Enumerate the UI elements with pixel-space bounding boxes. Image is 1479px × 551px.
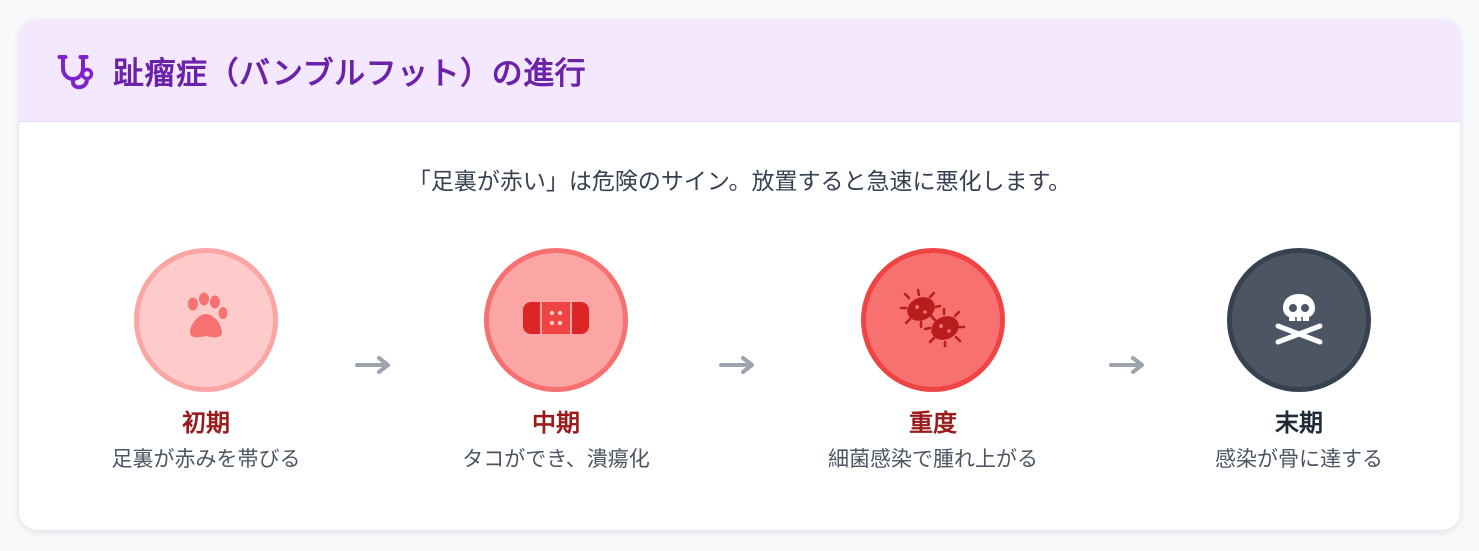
stage-severe-name: 重度 xyxy=(909,409,957,437)
stage-terminal-circle xyxy=(1227,248,1371,392)
stage-middle-name: 中期 xyxy=(532,409,580,437)
stage-early-description: 足裏が赤みを帯びる xyxy=(111,447,301,471)
stethoscope-icon xyxy=(55,51,95,91)
card-header: 趾瘤症（バンブルフット）の進行 xyxy=(19,20,1460,122)
arrow-right-icon xyxy=(353,353,393,377)
arrow-right-icon xyxy=(717,353,757,377)
stage-terminal: 末期 感染が骨に達する xyxy=(1149,248,1449,474)
stage-middle-circle xyxy=(484,248,628,392)
arrow-right-icon xyxy=(1107,353,1147,377)
paw-icon xyxy=(176,288,236,352)
page-title: 趾瘤症（バンブルフット）の進行 xyxy=(113,56,587,92)
stage-middle-description: タコができ、潰瘍化 xyxy=(462,447,650,471)
bacteria-icon xyxy=(897,288,969,352)
stage-severe-circle xyxy=(861,248,1005,392)
progression-card: 趾瘤症（バンブルフット）の進行 「足裏が赤い」は危険のサイン。放置すると急速に悪… xyxy=(19,20,1460,530)
stage-severe-description: 細菌感染で腫れ上がる xyxy=(828,447,1038,471)
skull-crossbones-icon xyxy=(1269,288,1329,352)
subtitle: 「足裏が赤い」は危険のサイン。放置すると急速に悪化します。 xyxy=(407,169,1072,195)
bandage-icon xyxy=(521,298,591,342)
stage-early-circle xyxy=(134,248,278,392)
stage-early-name: 初期 xyxy=(182,409,230,437)
stage-early: 初期 足裏が赤みを帯びる xyxy=(56,248,356,474)
stage-terminal-name: 末期 xyxy=(1275,409,1323,437)
stage-terminal-description: 感染が骨に達する xyxy=(1215,447,1383,471)
stage-middle: 中期 タコができ、潰瘍化 xyxy=(406,248,706,474)
stage-severe: 重度 細菌感染で腫れ上がる xyxy=(783,248,1083,474)
